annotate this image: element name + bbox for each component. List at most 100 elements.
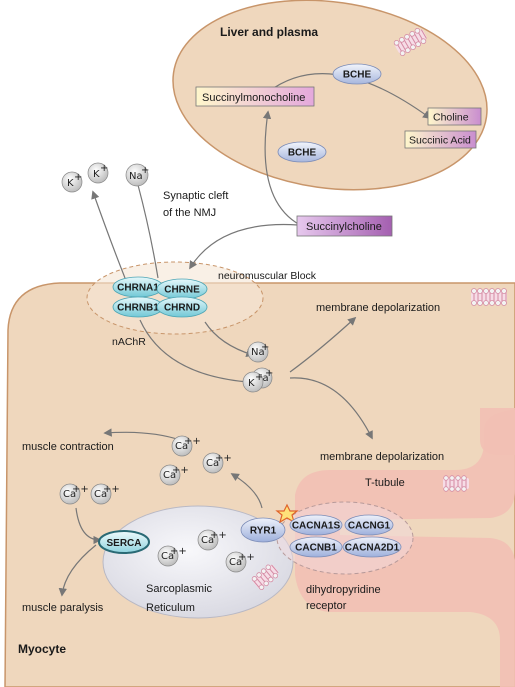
svg-text:++: ++ [72,484,89,495]
chrnd-subunit[interactable] [156,296,208,318]
svg-text:+: + [265,368,273,379]
ryr1-label: RYR1 [250,526,277,537]
membrane-icon-myocyte [471,288,507,306]
nachr-label: nAChR [112,336,146,348]
svg-text:Ca: Ca [94,489,107,500]
synaptic-cleft-label-1: Synaptic cleft [163,190,228,202]
myocyte-title: Myocyte [18,642,66,656]
svg-text:Ca: Ca [175,441,188,452]
bche-top-label: BCHE [343,70,372,81]
chrna1-label: CHRNA1 [117,283,159,294]
svg-text:+: + [74,172,82,183]
ion-ca-7: Ca++ [157,545,187,567]
bche-bottom-label: BCHE [288,148,317,159]
arrow-succinylcholine-to-monocholine [262,110,301,226]
ion-ca-8: Ca++ [225,551,255,573]
arrow-ryr1-to-ca [230,473,263,509]
serca-pump[interactable] [98,530,150,554]
cacng1-subunit[interactable] [344,514,394,536]
choline-box[interactable] [427,107,482,126]
membrane-icon-sr [251,564,279,590]
ion-ca-3: Ca++ [159,464,189,486]
svg-text:Na: Na [129,171,143,182]
serca-label: SERCA [106,538,141,549]
svg-text:++: ++ [215,453,232,464]
svg-text:Ca: Ca [229,557,242,568]
succinylmonocholine-label: Succinylmonocholine [202,92,305,104]
ion-na-1: Na+ [125,163,149,187]
ion-ca-5: Ca++ [90,483,120,505]
svg-text:++: ++ [172,465,189,476]
bche-top-enzyme[interactable] [332,63,382,85]
svg-text:+: + [100,163,108,174]
dhpr-label-1: dihydropyridine [306,584,381,596]
svg-text:Ca: Ca [63,489,76,500]
choline-label: Choline [433,112,469,124]
svg-text:Ca: Ca [206,458,219,469]
membrane-depolarization-label-2: membrane depolarization [320,451,444,463]
cacng1-label: CACNG1 [348,521,391,532]
chrnd-label: CHRND [164,303,200,314]
membrane-icon-ttubule [443,475,469,492]
arrow-succinylcholine-to-nachr [189,223,299,270]
neuromuscular-block-label: neuromuscular Block [218,270,317,282]
muscle-contraction-label: muscle contraction [22,441,114,453]
star-icon [275,503,299,524]
arrow-to-membrane-depol-1 [289,316,357,373]
arrow-ca-to-muscle-contraction [103,428,181,441]
ion-k-3: K+ [242,371,263,393]
svg-text:K: K [67,178,74,189]
ryr1-channel[interactable] [240,517,286,543]
arrow-na-into-nachr [137,184,159,279]
ion-ca-6: Ca++ [197,529,227,551]
ion-k-1: K+ [61,171,82,193]
cacnb1-label: CACNB1 [295,543,337,554]
svg-text:Na: Na [251,347,265,358]
sr-label-2: Reticulum [146,602,195,614]
succinic-acid-label: Succinic Acid [409,135,471,147]
svg-text:Ca: Ca [161,551,174,562]
ion-k-2: K+ [87,162,108,184]
svg-text:K: K [248,378,255,389]
sr-label-1: Sarcoplasmic [146,583,213,595]
succinic-acid-box[interactable] [404,130,477,149]
liver-title: Liver and plasma [220,25,318,39]
t-tubule-label: T-tubule [365,477,405,489]
cacnb1-subunit[interactable] [289,536,343,558]
cacna1s-label: CACNA1S [292,521,341,532]
svg-text:++: ++ [184,436,201,447]
svg-text:+: + [141,165,149,176]
svg-text:Ca: Ca [201,535,214,546]
arrow-to-membrane-depol-2 [289,377,373,440]
ion-ca-1: Ca++ [171,435,201,457]
cacna2d1-label: CACNA2D1 [345,543,400,554]
succinylmonocholine-box[interactable] [195,86,315,107]
arrow-ca-to-serca [75,507,102,545]
succinylcholine-box[interactable] [296,215,393,237]
arrow-nachr-to-k-out [91,190,126,279]
svg-text:+: + [261,342,269,353]
arrow-nachr-to-k-in [139,319,249,383]
bche-bottom-enzyme[interactable] [277,141,327,163]
ion-ca-4: Ca++ [59,483,89,505]
ion-na-2: Na+ [247,341,269,363]
dhpr-region [276,501,414,575]
svg-text:++: ++ [170,546,187,557]
chrnb1-label: CHRNB1 [117,303,159,314]
svg-text:++: ++ [210,530,227,541]
svg-text:++: ++ [103,484,120,495]
svg-text:K: K [93,169,100,180]
arrow-nachr-to-na-in [204,321,255,358]
svg-text:+: + [255,372,263,383]
cacna1s-subunit[interactable] [289,514,343,536]
ion-ca-2: Ca++ [202,452,232,474]
chrne-label: CHRNE [164,285,200,296]
svg-text:++: ++ [238,552,255,563]
synaptic-cleft-label-2: of the NMJ [163,207,216,219]
succinylcholine-label: Succinylcholine [306,221,382,233]
membrane-depolarization-label-1: membrane depolarization [316,302,440,314]
cacna2d1-subunit[interactable] [342,536,402,558]
arrow-serca-to-paralysis [58,544,97,597]
